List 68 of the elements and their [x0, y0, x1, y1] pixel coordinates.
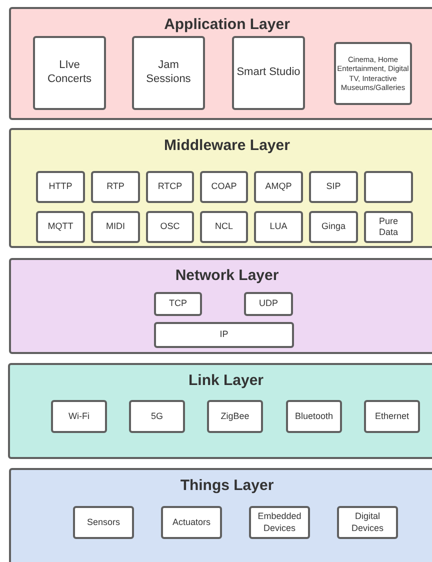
component-box: [33, 36, 106, 110]
component-label: MIDI: [105, 221, 126, 233]
component-label: ZigBee: [220, 410, 250, 422]
layer-panel: [8, 363, 432, 459]
layer-panel: [9, 7, 432, 120]
component-box: [200, 171, 248, 203]
component-box: [309, 211, 358, 243]
component-box: [337, 506, 398, 539]
component-label: 5G: [150, 410, 164, 422]
layer-panel: [9, 258, 432, 354]
component-box: [254, 211, 303, 243]
component-label: Smart Studio: [236, 66, 300, 80]
component-box: [364, 400, 420, 433]
component-label: TCP: [168, 298, 188, 310]
component-box: [249, 506, 310, 539]
component-box: [154, 322, 294, 348]
component-label: RTCP: [156, 181, 184, 193]
component-box: [207, 400, 263, 433]
component-box: [132, 36, 205, 110]
component-label: Pure Data: [378, 216, 399, 238]
component-box: [73, 506, 134, 539]
component-label: LIve Concerts: [46, 59, 93, 87]
component-label: Embedded Devices: [256, 511, 302, 534]
layer-title: Network Layer: [174, 266, 280, 286]
component-box: [232, 36, 305, 110]
component-box: [254, 171, 303, 203]
layer-panel: [9, 468, 432, 562]
component-box: [146, 171, 194, 203]
component-box: [200, 211, 248, 243]
component-label: AMQP: [264, 181, 293, 193]
component-box: [91, 211, 140, 243]
component-label: Actuators: [171, 516, 212, 528]
component-label: UDP: [258, 298, 279, 310]
component-label: Ginga: [320, 221, 347, 233]
component-label: LUA: [268, 221, 288, 233]
component-box: [129, 400, 185, 433]
layer-panel: [9, 128, 432, 248]
component-box: [36, 211, 85, 243]
component-label: NCL: [214, 221, 234, 233]
component-label: RTP: [106, 181, 126, 193]
component-box: [334, 42, 412, 105]
component-box: [91, 171, 140, 203]
component-box: [286, 400, 342, 433]
component-box: [36, 171, 85, 203]
component-label: Ethernet: [374, 410, 410, 422]
component-label: COAP: [210, 181, 238, 193]
component-box: [161, 506, 222, 539]
component-label: Wi-Fi: [68, 410, 90, 422]
layer-title: Application Layer: [163, 15, 291, 35]
component-label: IP: [218, 329, 230, 341]
layer-title: Middleware Layer: [163, 136, 291, 156]
component-label: HTTP: [48, 181, 74, 193]
component-box: [244, 292, 293, 316]
component-label: OSC: [159, 221, 181, 233]
layer-title: Link Layer: [187, 371, 265, 391]
component-label: Sensors: [86, 516, 122, 528]
component-label: Digital Devices: [350, 511, 384, 534]
component-box: [154, 292, 202, 316]
component-box: [364, 211, 413, 243]
component-box: [364, 171, 413, 203]
component-label: Jam Sessions: [145, 59, 192, 87]
component-label: SIP: [325, 181, 342, 193]
component-label: Bluetooth: [294, 410, 334, 422]
component-label: MQTT: [46, 221, 74, 233]
component-box: [309, 171, 358, 203]
component-box: [51, 400, 107, 433]
layer-title: Things Layer: [179, 476, 275, 496]
component-box: [146, 211, 194, 243]
